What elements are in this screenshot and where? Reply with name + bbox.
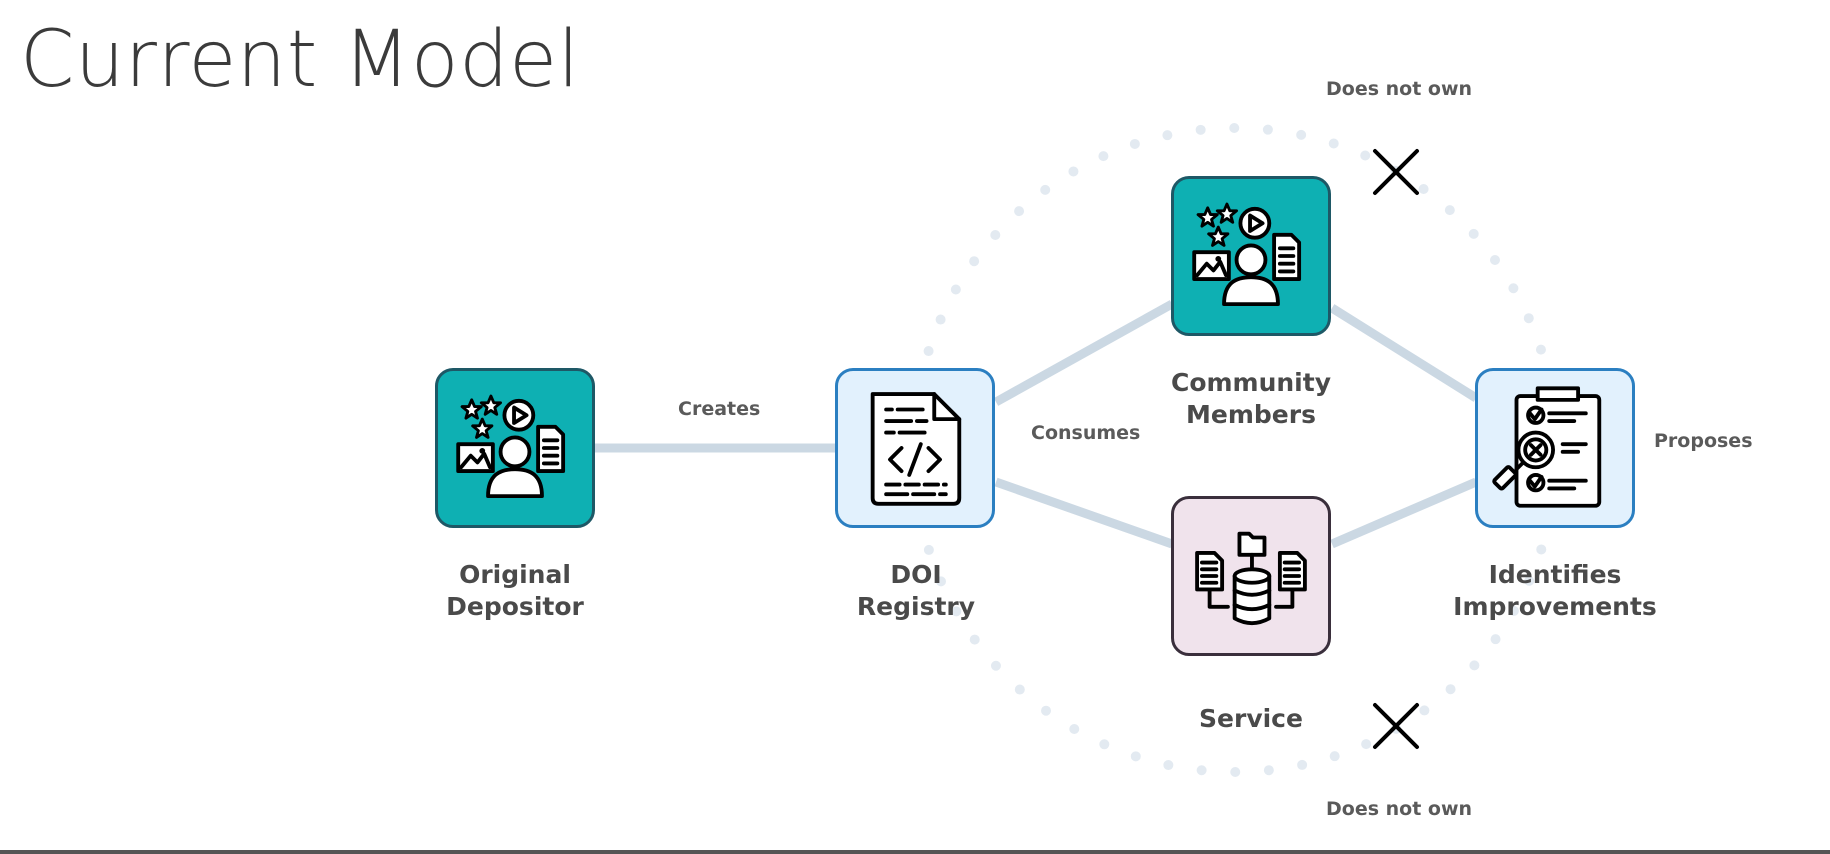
edge-label-does-not-own-top: Does not own xyxy=(1326,78,1473,100)
edge-label-does-not-own-bottom: Does not own xyxy=(1326,798,1473,820)
content-creator-icon xyxy=(1192,202,1302,307)
edge-label-proposes: Proposes xyxy=(1654,430,1753,452)
node-doi-registry xyxy=(835,368,995,528)
node-identifies-improvements xyxy=(1475,368,1635,528)
database-icon xyxy=(1195,531,1307,626)
node-label-community-members: Community Members xyxy=(1170,368,1332,429)
content-creator-icon xyxy=(456,394,566,499)
close-icon xyxy=(1373,703,1419,749)
connector-service-improvements xyxy=(1330,477,1478,549)
close-icon xyxy=(1373,149,1419,195)
edge-label-consumes: Consumes xyxy=(1031,422,1141,444)
slide-bottom-border xyxy=(0,850,1830,854)
node-service xyxy=(1171,496,1331,656)
edge-label-creates: Creates xyxy=(678,398,761,420)
node-original-depositor xyxy=(435,368,595,528)
node-label-original-depositor: Original Depositor xyxy=(446,560,584,621)
node-label-service: Service xyxy=(1199,704,1303,733)
node-label-identifies-improvements: Identifies Improvements xyxy=(1453,560,1657,621)
page-title: Current Model xyxy=(20,15,580,105)
node-community-members xyxy=(1171,176,1331,336)
code-document-icon xyxy=(870,392,962,506)
clipboard-inspect-icon xyxy=(1492,386,1602,508)
node-label-doi-registry: DOI Registry xyxy=(856,560,976,621)
connector-community-improvements xyxy=(1329,304,1479,402)
connector-registry-service xyxy=(994,477,1174,549)
connector-registry-community xyxy=(993,300,1175,406)
